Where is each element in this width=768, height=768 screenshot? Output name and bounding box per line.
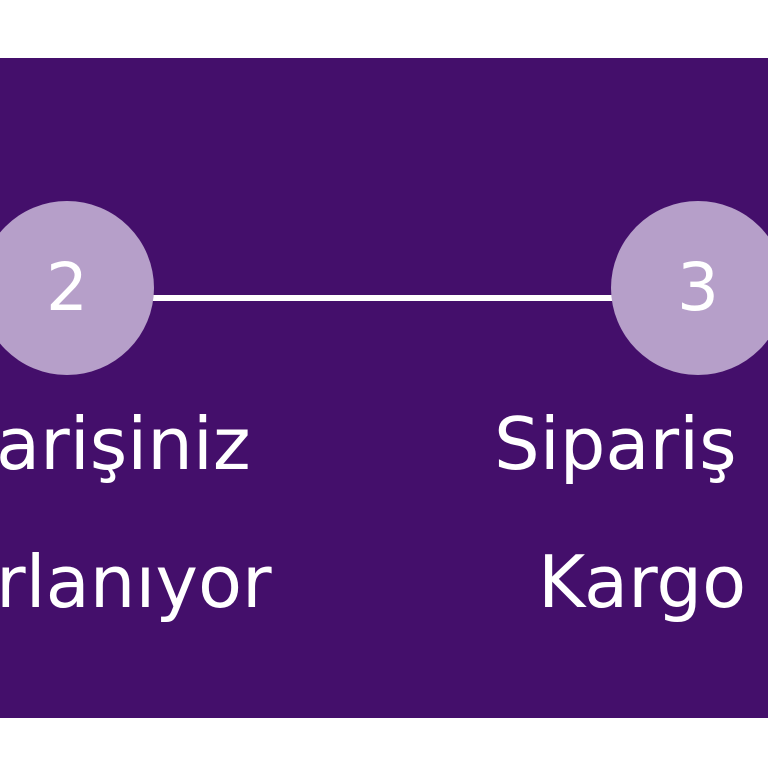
order-progress-panel: 2 3 arişiniz rlanıyor Sipariş Kargo xyxy=(0,58,768,718)
step-connector-line xyxy=(150,295,620,301)
step-3-number: 3 xyxy=(677,249,719,326)
step-2-label-line2: rlanıyor xyxy=(0,540,272,624)
step-3-circle: 3 xyxy=(611,201,768,375)
step-2-label-line1: arişiniz xyxy=(0,402,251,486)
step-2-circle: 2 xyxy=(0,201,154,375)
step-3-label-line2: Kargo xyxy=(538,540,747,624)
step-2-number: 2 xyxy=(46,249,88,326)
step-3-label-line1: Sipariş xyxy=(494,402,737,486)
